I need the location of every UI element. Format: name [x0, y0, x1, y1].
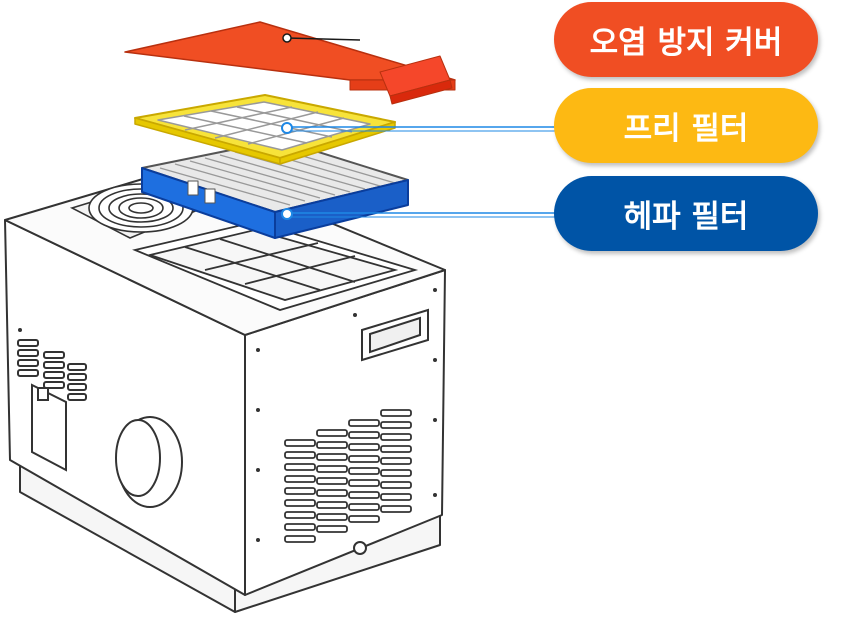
filter-tray: [132, 221, 419, 311]
pre-filter: [134, 94, 396, 165]
screws: [18, 288, 437, 542]
label-pre-filter: 프리 필터: [554, 88, 818, 163]
hepa-filter: [141, 139, 409, 239]
leader-line-cover: [286, 37, 361, 41]
leader-dot-pre: [281, 122, 293, 134]
leader-dot-cover: [282, 33, 292, 43]
label-contamination-cover-text: 오염 방지 커버: [589, 25, 783, 61]
contamination-cover: [124, 21, 456, 105]
right-vents: [284, 409, 412, 543]
label-pre-filter-text: 프리 필터: [623, 111, 749, 147]
round-port: [115, 416, 183, 508]
label-hepa-filter-text: 헤파 필터: [623, 199, 749, 235]
label-contamination-cover: 오염 방지 커버: [554, 2, 818, 77]
leader-dot-hepa: [281, 208, 293, 220]
label-hepa-filter: 헤파 필터: [554, 176, 818, 251]
left-vents: [17, 339, 87, 401]
bottom-lock: [353, 541, 367, 555]
leader-lines: [281, 33, 555, 220]
side-panel-door: [31, 383, 67, 472]
handle-slot: [361, 308, 429, 362]
